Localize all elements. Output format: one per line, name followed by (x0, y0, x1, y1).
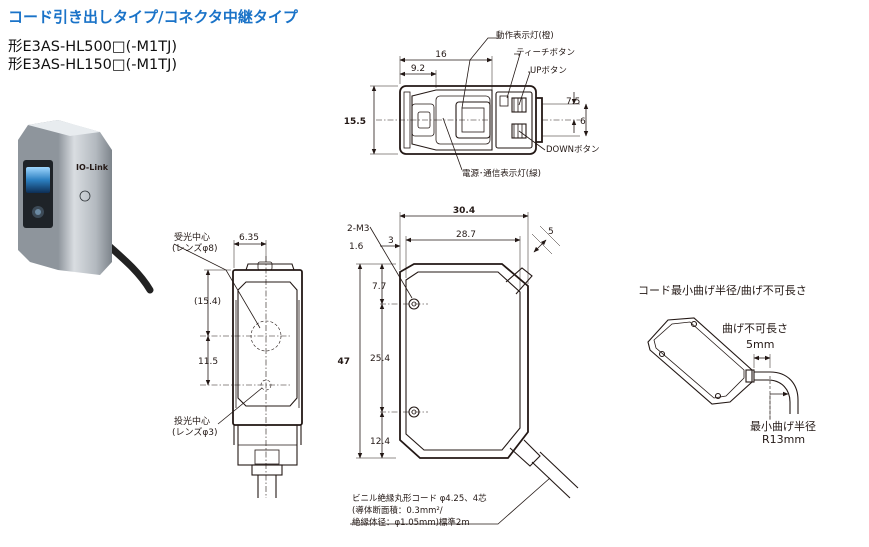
min-radius-label: 最小曲げ半径 (750, 419, 816, 433)
dim-16: 16 (435, 50, 447, 60)
dim-9-2: 9.2 (411, 64, 425, 74)
callout-operation-led: 動作表示灯(橙) (496, 30, 554, 41)
label-receiver-center: 受光中心 (174, 231, 210, 243)
dim-6: 6 (580, 117, 586, 127)
photo-iolink-text: IO-Link (76, 163, 109, 172)
dim-12-4: 12.4 (370, 437, 390, 447)
no-bend-label: 曲げ不可長さ (722, 322, 788, 335)
callout-power-led: 電源･通信表示灯(緑) (462, 168, 541, 179)
side-view-body (399, 263, 529, 459)
callout-up-button: UPボタン (530, 66, 567, 76)
cable-gland (509, 439, 541, 467)
front-view-window (237, 281, 298, 407)
bend-cable-inner (754, 379, 791, 414)
dim-15-4: (15.4) (194, 297, 221, 307)
label-emitter-lens: (レンズφ3) (172, 426, 218, 438)
front-view: 6.35 (15.4) 11.5 受光中心 (レンズφ8) 投光中心 (レンズφ… (172, 231, 303, 498)
bend-view-title: コード最小曲げ半径/曲げ不可長さ (638, 283, 807, 297)
dim-2-m3: 2-M3 (347, 224, 369, 234)
photo-body-front (58, 120, 112, 275)
model-name-hl500: 形E3AS-HL500□(-M1TJ) (8, 39, 178, 55)
dim-25-4: 25.4 (370, 354, 390, 364)
dim-1-6: 1.6 (349, 242, 364, 252)
label-receiver-lens: (レンズφ8) (172, 242, 218, 254)
cable-spec-line3: 絶縁体径：φ1.05mm)標準2m (352, 517, 470, 528)
model-name-hl150: 形E3AS-HL150□(-M1TJ) (8, 57, 178, 73)
dim-11-5: 11.5 (198, 357, 218, 367)
dim-28-7: 28.7 (456, 230, 476, 240)
dim-30-4: 30.4 (453, 206, 475, 216)
page-title: コード引き出しタイプ/コネクタ中継タイプ (8, 8, 298, 26)
dim-6-35: 6.35 (239, 233, 259, 243)
dim-47: 47 (337, 357, 350, 367)
label-emitter-center: 投光中心 (174, 415, 210, 427)
dim-15-5: 15.5 (344, 117, 366, 127)
photo-receiver-lens (26, 167, 50, 193)
min-radius-value: R13mm (762, 433, 805, 446)
cable-spec-line1: ビニル絶縁丸形コード φ4.25、4芯 (352, 493, 487, 504)
no-bend-value: 5mm (746, 338, 774, 351)
bend-view: コード最小曲げ半径/曲げ不可長さ 曲げ不可長さ 5mm 最小曲げ半径 R13mm (638, 283, 816, 446)
bend-cable-outer (754, 371, 799, 414)
product-photo: IO-Link (18, 120, 154, 294)
callout-teach-button: ティーチボタン (516, 48, 575, 58)
callout-down-button: DOWNボタン (546, 145, 600, 155)
dim-3: 3 (388, 236, 394, 246)
top-view: 16 9.2 15.5 7.5 6 動作表示灯(橙) ティーチボタン UPボタン… (344, 30, 600, 179)
cable-spec-line2: (導体断面積：0.3mm²/ (352, 505, 443, 516)
dim-7-5: 7.5 (566, 97, 580, 107)
side-view: 30.4 28.7 2-M3 3 1.6 47 7.7 25.4 12.4 5 … (337, 206, 579, 528)
side-cable (531, 451, 579, 499)
dim-5: 5 (548, 227, 554, 237)
dim-7-7: 7.7 (372, 282, 386, 292)
front-view-body (232, 269, 303, 426)
